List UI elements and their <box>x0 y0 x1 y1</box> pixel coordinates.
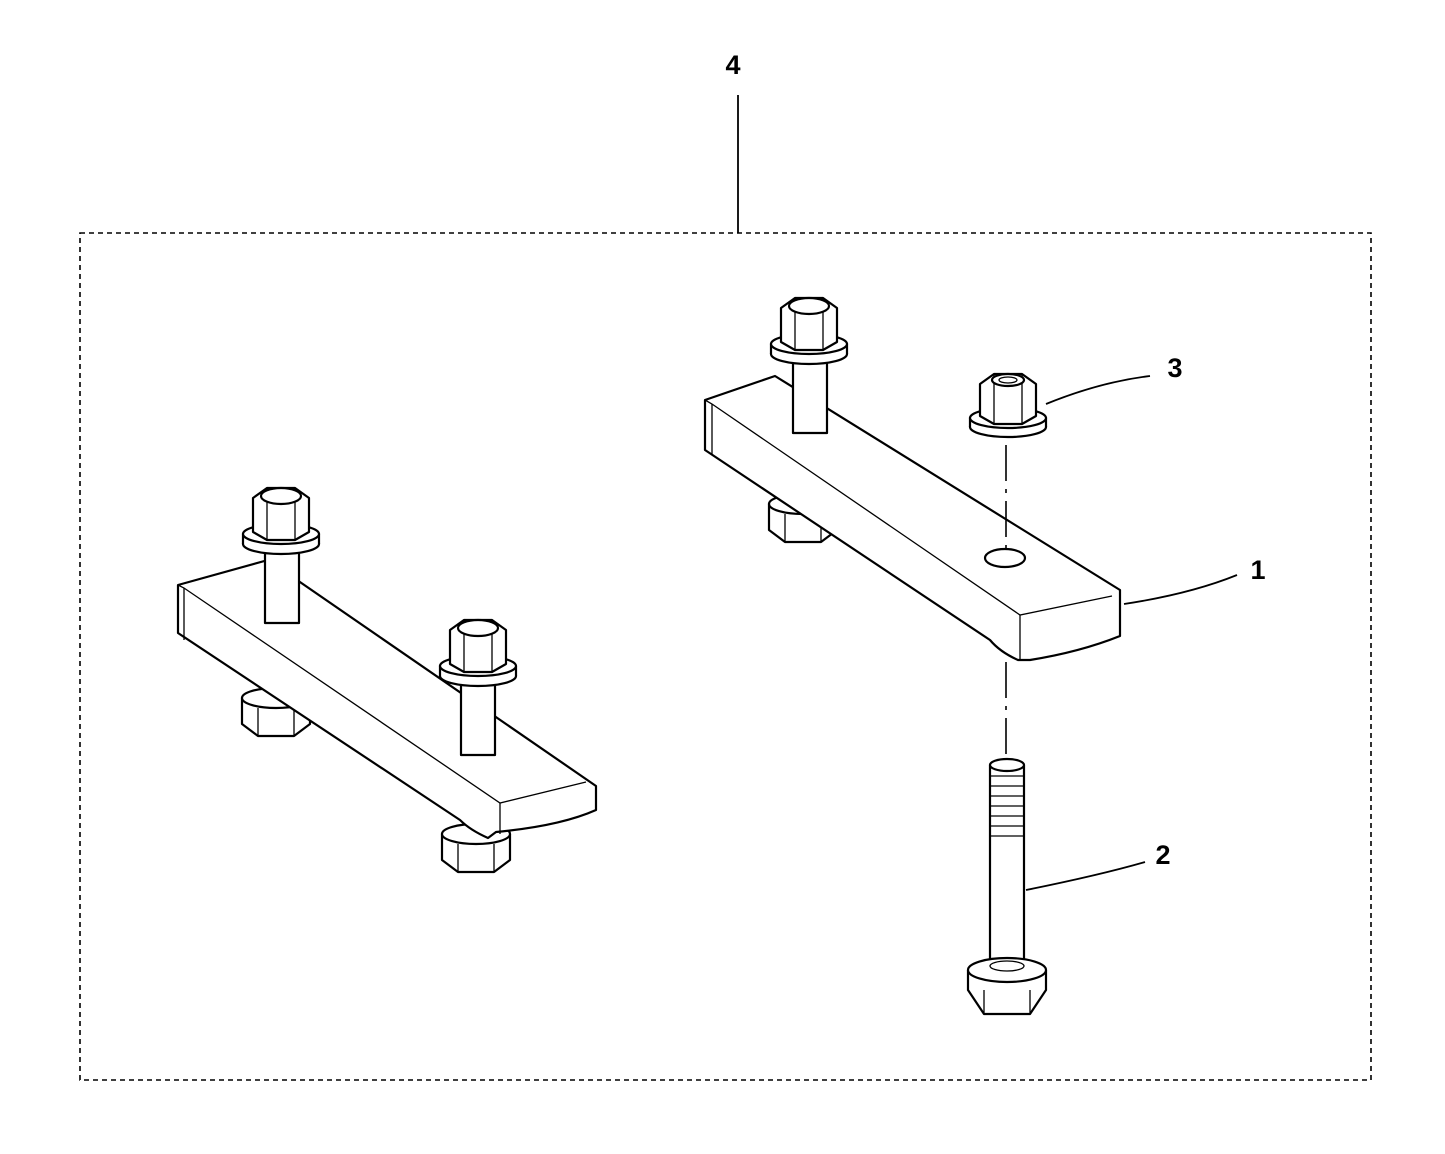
kit-boundary <box>79 232 1372 1081</box>
stud-left-2 <box>459 673 497 757</box>
flange-nut <box>968 372 1048 439</box>
leader-line-plate <box>1123 574 1238 605</box>
stud-right <box>791 353 829 435</box>
right-plate-assembly <box>703 296 1122 662</box>
flange-head-left-2 <box>438 618 518 688</box>
left-plate-assembly <box>176 486 598 874</box>
plate-left <box>176 558 598 840</box>
callout-nut: 3 <box>1167 353 1182 383</box>
leader-line-nut <box>1045 375 1151 405</box>
flange-head-left-1 <box>241 486 321 556</box>
leader-line-bolt <box>1025 861 1146 891</box>
callout-bolt: 2 <box>1155 840 1170 870</box>
flange-head-right <box>769 296 849 366</box>
callout-kit: 4 <box>725 50 740 80</box>
mounting-hole <box>983 547 1027 569</box>
flange-bolt <box>966 757 1048 1016</box>
callout-plate: 1 <box>1250 555 1265 585</box>
stud-left-1 <box>263 543 301 625</box>
plate-right <box>703 374 1122 662</box>
